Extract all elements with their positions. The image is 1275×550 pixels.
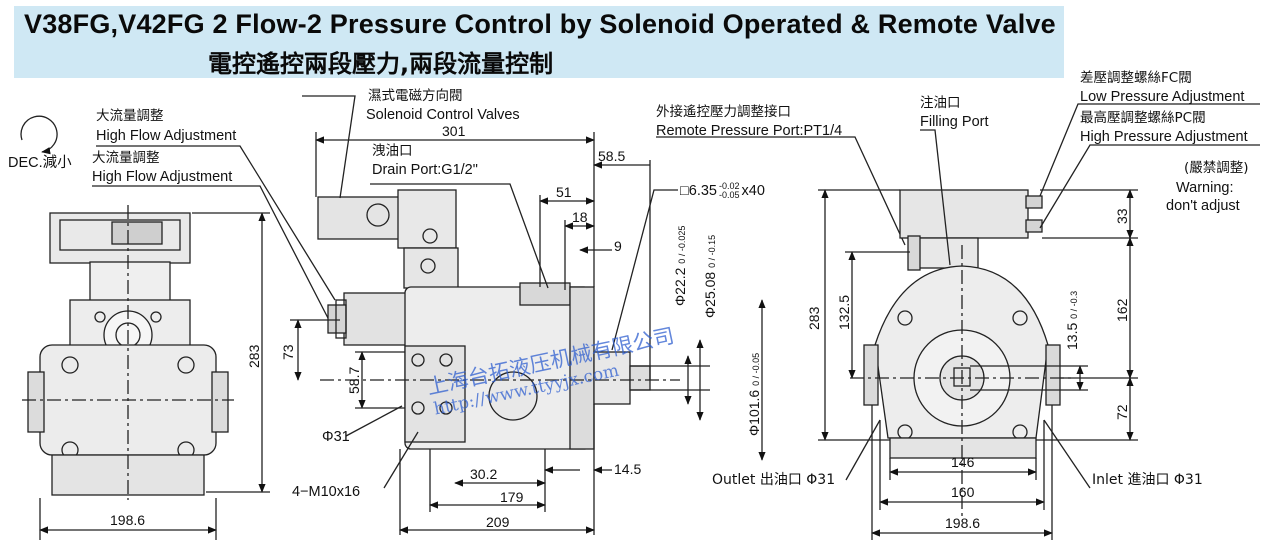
dim-rear-283: 283 [806,306,822,330]
high-flow-label-2-en: High Flow Adjustment [92,169,233,185]
dim-rear-198-6: 198.6 [945,515,981,531]
key-tol-b: -0.05 [718,190,740,200]
dim-phi-101-6-value: Φ101.6 [746,389,762,436]
high-flow-label-2-zh: 大流量調整 [92,150,160,166]
dim-phi-25-08-value: Φ25.08 [702,271,718,318]
title-english: V38FG,V42FG 2 Flow-2 Pressure Control by… [24,9,1056,39]
port-phi31-label: Φ31 [322,429,350,445]
title-chinese: 電控遙控兩段壓力,兩段流量控制 [208,50,554,78]
dim-58-5: 58.5 [598,148,626,164]
dim-phi-25-08: Φ25.08 0 / -0.15 [702,235,718,318]
dim-179: 179 [500,489,524,505]
dim-rear-162: 162 [1114,298,1130,322]
warning-label-zh: (嚴禁調整) [1184,160,1249,176]
front-view [22,205,270,540]
dim-rear-132-5: 132.5 [836,294,852,330]
dim-51: 51 [556,184,572,200]
dim-phi-22-2: Φ22.2 0 / -0.025 [672,226,688,306]
inlet-label: Inlet 進油口 Φ31 [1092,472,1203,488]
filling-label-en: Filling Port [920,114,989,130]
drain-label-en: Drain Port:G1/2" [372,162,478,178]
dim-rear-13-5-tol: 0 / -0.3 [1069,290,1079,319]
dim-front-width: 198.6 [110,512,146,528]
key-length: x40 [741,182,765,199]
dim-phi-101-6-tol: 0 / -0.05 [751,352,761,386]
drain-label-zh: 洩油口 [372,143,413,159]
title-band [14,6,1064,78]
dim-30-2: 30.2 [470,466,498,482]
high-flow-label-1-zh: 大流量調整 [96,108,164,124]
dim-rear-72: 72 [1114,404,1130,420]
dim-rear-33: 33 [1114,208,1130,224]
solenoid-label-zh: 濕式電磁方向閥 [368,88,463,104]
dim-phi-101-6: Φ101.6 0 / -0.05 [746,353,762,436]
dim-rear-13-5: 13.5 0 / -0.3 [1064,291,1080,350]
key-main: □6.35 [680,182,717,199]
dim-rear-13-5-value: 13.5 [1064,322,1080,350]
dec-label: DEC.減小 [8,155,72,171]
high-pressure-label-en: High Pressure Adjustment [1080,129,1248,145]
dim-209: 209 [486,514,510,530]
dim-9: 9 [614,238,622,254]
dim-58-7: 58.7 [346,366,362,394]
outlet-label: Outlet 出油口 Φ31 [712,472,836,488]
solenoid-label-en: Solenoid Control Valves [366,107,520,123]
dim-rear-146: 146 [951,454,975,470]
low-pressure-label-en: Low Pressure Adjustment [1080,89,1245,105]
dim-phi-22-2-tol: 0 / -0.025 [677,225,687,264]
dim-18: 18 [572,209,588,225]
low-pressure-label-zh: 差壓調整螺絲FC閥 [1080,70,1192,86]
key-tol-a: -0.02 [718,181,740,191]
remote-label-en: Remote Pressure Port:PT1/4 [656,123,843,139]
bolt-label: 4−M10x16 [292,484,361,500]
dim-front-height: 283 [246,344,262,368]
dim-14-5: 14.5 [614,461,642,477]
rear-view [818,189,1138,540]
dim-phi-25-08-tol: 0 / -0.15 [707,234,717,268]
dim-73: 73 [280,344,296,360]
dim-phi-22-2-value: Φ22.2 [672,267,688,306]
high-pressure-label-zh: 最高壓調整螺絲PC閥 [1080,110,1206,126]
filling-label-zh: 注油口 [920,95,961,111]
dim-rear-160: 160 [951,484,975,500]
warning-label-en-1: Warning: [1176,180,1234,196]
remote-label-zh: 外接遙控壓力調整接口 [656,104,791,120]
warning-label-en-2: don't adjust [1166,198,1240,214]
dim-301: 301 [442,123,466,139]
side-view [290,132,766,535]
dec-rotation-icon [20,115,58,155]
high-flow-label-1-en: High Flow Adjustment [96,128,237,144]
